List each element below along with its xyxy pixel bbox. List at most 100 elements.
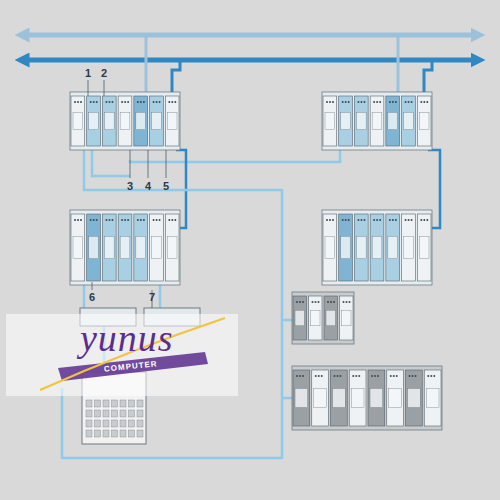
module-face <box>388 236 398 259</box>
watermark-swoosh <box>40 318 225 390</box>
led <box>343 301 345 303</box>
module-face <box>342 310 352 326</box>
led <box>302 375 304 377</box>
led <box>302 301 304 303</box>
module <box>331 370 348 426</box>
led <box>329 219 331 221</box>
led <box>121 219 123 221</box>
led <box>411 219 413 221</box>
module <box>417 214 431 281</box>
module-face <box>389 388 402 407</box>
led <box>111 219 113 221</box>
led <box>127 219 129 221</box>
module <box>402 96 416 146</box>
terminal <box>103 430 109 437</box>
terminal <box>120 420 126 427</box>
module-face <box>104 236 114 259</box>
module <box>312 370 329 426</box>
led <box>77 219 79 221</box>
module <box>165 214 179 281</box>
led <box>395 101 397 103</box>
module-face <box>388 112 398 129</box>
module <box>370 214 384 281</box>
leader-line <box>148 150 149 178</box>
led <box>408 101 410 103</box>
led <box>156 101 158 103</box>
module-face <box>120 236 130 259</box>
terminal <box>86 430 92 437</box>
led <box>426 219 428 221</box>
leader-line <box>92 282 93 290</box>
module <box>150 96 164 146</box>
led <box>342 219 344 221</box>
module <box>354 214 368 281</box>
module-face <box>404 236 414 259</box>
rack-frame <box>70 210 180 285</box>
led <box>153 101 155 103</box>
callout-number: 3 <box>126 180 134 192</box>
rack-frame <box>322 210 432 285</box>
led <box>377 375 379 377</box>
terminal <box>112 430 118 437</box>
led <box>143 219 145 221</box>
fieldbus-line <box>159 285 162 308</box>
module-face <box>356 236 366 259</box>
module-face <box>408 388 421 407</box>
led <box>168 219 170 221</box>
led <box>340 375 342 377</box>
module <box>150 214 164 281</box>
led <box>326 101 328 103</box>
led <box>355 375 357 377</box>
led <box>326 219 328 221</box>
terminal <box>129 410 135 417</box>
leader-line <box>104 80 105 96</box>
module <box>386 214 400 281</box>
led <box>342 101 344 103</box>
network-bus <box>22 33 478 38</box>
terminal <box>120 410 126 417</box>
rack-frame <box>322 92 432 150</box>
led <box>349 301 351 303</box>
watermark-logo: yunus <box>80 318 174 358</box>
led <box>412 375 414 377</box>
led <box>74 219 76 221</box>
leader-line <box>166 150 167 178</box>
module-face <box>356 112 366 129</box>
led <box>409 375 411 377</box>
bus-drop <box>397 35 400 92</box>
led <box>74 101 76 103</box>
led <box>315 375 317 377</box>
led <box>337 375 339 377</box>
plc-rack <box>322 92 432 150</box>
led <box>108 101 110 103</box>
fieldbus-line <box>282 397 292 400</box>
terminal <box>137 430 143 437</box>
led <box>423 219 425 221</box>
terminal <box>95 400 101 407</box>
callout-number: 5 <box>162 180 170 192</box>
fieldbus-line <box>130 150 340 162</box>
led <box>426 101 428 103</box>
module-face <box>152 236 162 259</box>
led <box>376 219 378 221</box>
rack-frame <box>292 292 354 344</box>
led <box>420 101 422 103</box>
led <box>171 101 173 103</box>
led <box>299 301 301 303</box>
module-face <box>325 236 335 259</box>
callout-number: 7 <box>148 291 156 303</box>
module-face <box>167 112 177 129</box>
led <box>420 219 422 221</box>
led <box>108 219 110 221</box>
module <box>102 96 116 146</box>
led <box>80 101 82 103</box>
terminal <box>86 420 92 427</box>
network-bus <box>22 58 478 63</box>
led <box>373 101 375 103</box>
terminal <box>120 430 126 437</box>
module-face <box>351 388 364 407</box>
led <box>299 375 301 377</box>
plc-rack <box>70 92 180 150</box>
module-face <box>314 388 327 407</box>
